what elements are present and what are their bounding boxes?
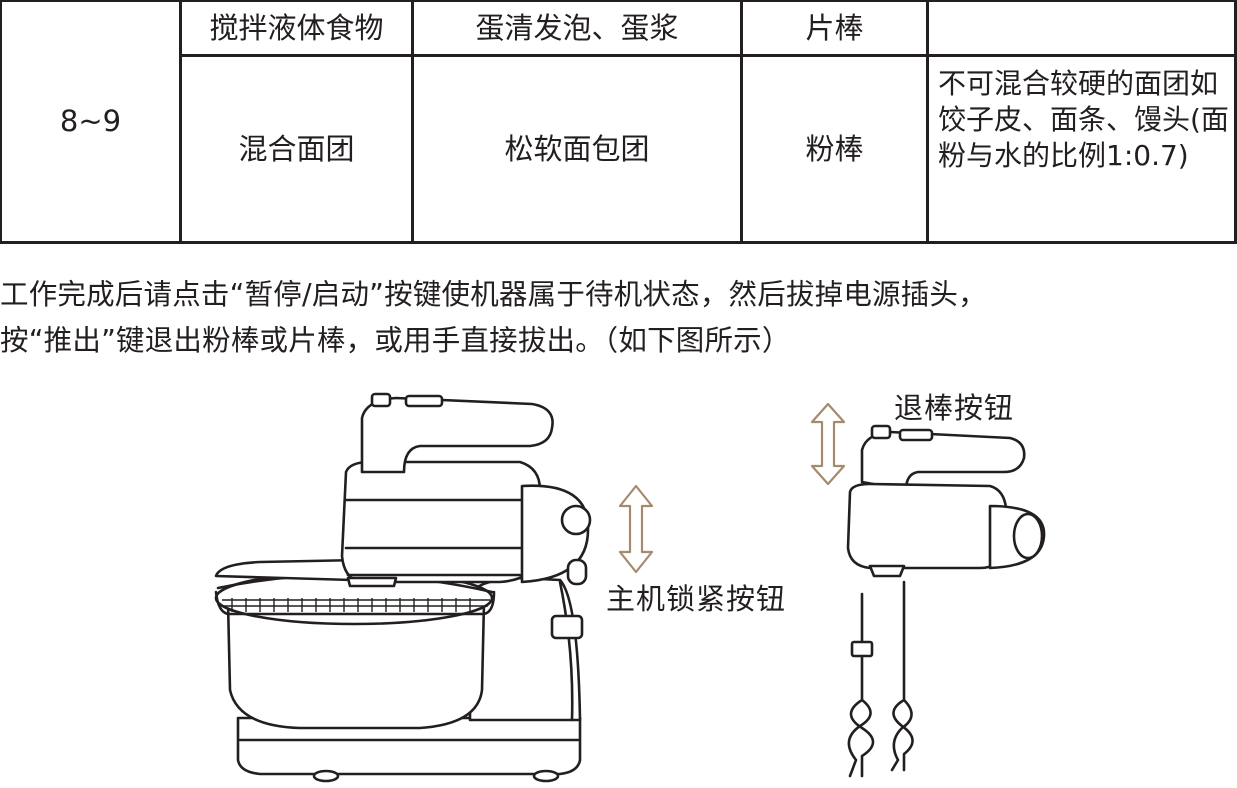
table-border-bottom [0, 241, 1237, 244]
attachment-cell-top: 片棒 [805, 10, 864, 45]
table-row-divider [180, 54, 1237, 57]
table-border-right [1234, 0, 1237, 244]
table-col-divider-2 [411, 0, 414, 244]
speed-cell: 8~9 [59, 104, 122, 138]
note-cell-bottom: 不可混合较硬的面团如饺子皮、面条、馒头(面粉与水的比例1:0.7) [938, 67, 1229, 172]
settings-table: 8~9 搅拌液体食物 蛋清发泡、蛋浆 片棒 混合面团 松软面包团 粉棒 不可混合… [0, 0, 1237, 245]
function-cell-bottom: 混合面团 [238, 131, 355, 166]
table-border-top [0, 0, 1237, 2]
instruction-line-1: 工作完成后请点击“暂停/启动”按键使机器属于待机状态，然后拔掉电源插头， [0, 278, 987, 311]
table-col-divider-4 [926, 0, 929, 244]
food-cell-top: 蛋清发泡、蛋浆 [475, 10, 679, 45]
table-col-divider-1 [179, 0, 182, 244]
table-col-divider-3 [740, 0, 743, 244]
table-border-left [0, 0, 2, 244]
eject-button-label: 退棒按钮 [894, 391, 1015, 425]
food-cell-bottom: 松软面包团 [504, 131, 650, 166]
eject-arrow-icon [810, 402, 846, 486]
function-cell-top: 搅拌液体食物 [209, 10, 384, 45]
lock-button-label: 主机锁紧按钮 [606, 582, 787, 616]
up-down-arrow-icon [618, 484, 654, 574]
attachment-cell-bottom: 粉棒 [805, 131, 864, 166]
instruction-line-2: 按“推出”键退出粉棒或片棒，或用手直接拔出。（如下图所示） [0, 324, 791, 357]
